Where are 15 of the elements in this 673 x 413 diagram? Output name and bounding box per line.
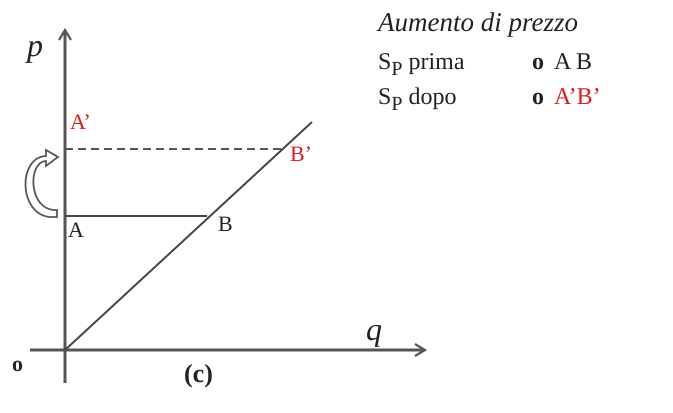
point-label: B’ (290, 142, 312, 166)
legend-heading: Aumento di prezzo (378, 8, 578, 38)
legend-text: A B (554, 49, 592, 76)
legend-text: A’B’ (554, 84, 601, 110)
legend-text: S$_{P}$ prima (378, 49, 464, 80)
point-label: A’ (70, 110, 91, 134)
origin-label: o (12, 352, 23, 376)
point-label: A (68, 218, 84, 242)
axis-label: q (366, 312, 382, 348)
legend-text: S$_{P}$ dopo (378, 84, 456, 115)
axis-label: p (27, 28, 43, 64)
legend-text: o (532, 49, 544, 76)
legend-text: o (532, 84, 544, 110)
point-label: B (218, 212, 233, 236)
panel-label: (c) (184, 360, 213, 389)
